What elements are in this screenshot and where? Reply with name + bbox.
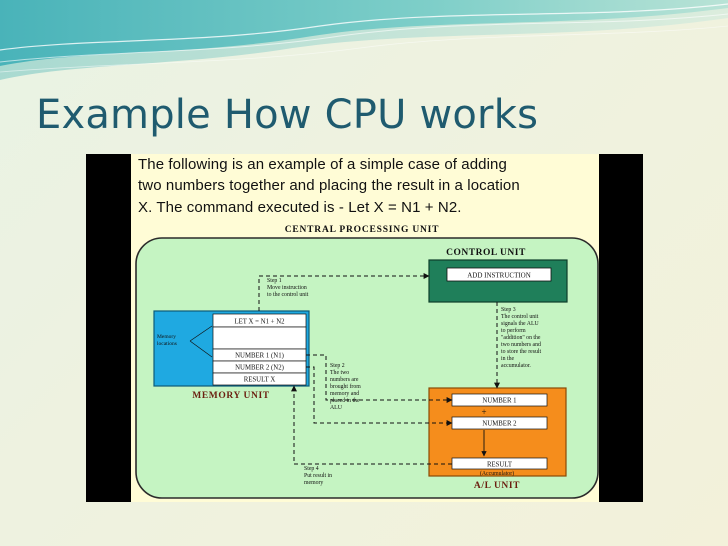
header-wave-decoration [0,0,728,80]
svg-text:to perform: to perform [501,327,526,334]
memory-unit-title: MEMORY UNIT [192,391,269,401]
cpu-diagram-figure: The following is an example of a simple … [86,154,643,502]
memory-cell-label: RESULT X [244,377,276,384]
svg-text:signals the ALU: signals the ALU [501,321,539,327]
alu-accumulator-label: (Accumulator) [480,470,514,477]
svg-text:to the control unit: to the control unit [267,292,309,298]
svg-text:Move instruction: Move instruction [267,285,307,291]
svg-text:accumulator.: accumulator. [501,363,531,369]
svg-text:two numbers and: two numbers and [501,342,541,348]
intro-line-2: two numbers together and placing the res… [138,177,520,194]
memory-cell-label: NUMBER 2 (N2) [235,365,284,372]
svg-text:Put result in: Put result in [304,473,332,479]
svg-text:memory: memory [304,480,323,486]
control-unit-title: CONTROL UNIT [446,248,526,258]
svg-text:Step 2: Step 2 [330,363,345,369]
svg-text:The two: The two [330,370,349,376]
svg-text:memory and: memory and [330,391,359,397]
svg-text:brought from: brought from [330,383,361,390]
svg-text:numbers are: numbers are [330,377,359,383]
add-instruction-label: ADD INSTRUCTION [467,272,531,280]
step-2-annotation: Step 2 The two numbers are brought from … [330,363,361,411]
memory-cell [212,326,307,350]
memory-cells: LET X = N1 + N2 NUMBER 1 (N1) NUMBER 2 (… [212,313,307,386]
svg-text:to store the result: to store the result [501,349,541,355]
svg-text:The control unit: The control unit [501,314,539,320]
add-instruction-cell [446,267,552,282]
step-4-annotation: Step 4 Put result in memory [304,466,332,486]
cpu-diagram: CENTRAL PROCESSING UNIT CONTROL UNIT ADD… [135,225,599,499]
alu-number2-label: NUMBER 2 [482,421,517,428]
alu-title: A/L UNIT [474,481,520,491]
alu-number1-label: NUMBER 1 [482,398,516,405]
step-1-annotation: Step 1 Move instruction to the control u… [267,278,309,298]
svg-text:Step 3: Step 3 [501,307,516,313]
alu-result-label: RESULT [487,462,513,469]
intro-line-3: X. The command executed is - Let X = N1 … [138,199,462,216]
alu-plus-sign: + [481,407,486,417]
svg-text:placed in the: placed in the [330,398,360,404]
cpu-label: CENTRAL PROCESSING UNIT [285,225,440,235]
svg-text:Step 4: Step 4 [304,466,319,472]
memory-side-label-1: Memory [157,334,176,340]
intro-line-1: The following is an example of a simple … [138,156,507,173]
memory-cell-label: LET X = N1 + N2 [234,319,285,326]
slide-title: Example How CPU works [36,92,539,138]
svg-text:"addition" on the: "addition" on the [501,335,541,341]
memory-cell-label: NUMBER 1 (N1) [235,353,284,360]
svg-text:Step 1: Step 1 [267,278,282,284]
svg-text:ALU: ALU [330,405,343,411]
memory-cell [212,372,307,386]
memory-side-label-2: locations [157,341,177,347]
svg-text:in the: in the [501,356,514,362]
step-3-annotation: Step 3 The control unit signals the ALU … [501,307,541,369]
